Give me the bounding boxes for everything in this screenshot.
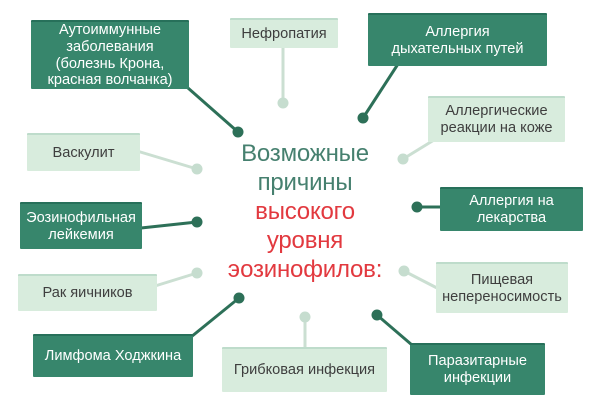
node-nephropathy: Нефропатия — [230, 18, 338, 48]
connector-dot-eosinophilic-leukemia — [191, 216, 203, 228]
node-parasitic-infections: Паразитарные инфекции — [410, 343, 545, 395]
node-ovarian-cancer-label: Рак яичников — [42, 285, 133, 302]
node-skin-allergy: Аллергические реакции на коже — [428, 96, 565, 142]
node-eosinophilic-leukemia-label: Эозинофильная лейкемия — [26, 209, 136, 243]
node-autoimmune: Аутоиммунные заболевания (болезнь Крона,… — [31, 20, 189, 89]
center-title-red-text: высокого уровня эозинофилов: — [227, 198, 383, 283]
node-nephropathy-label: Нефропатия — [241, 25, 327, 42]
connector-dot-autoimmune — [232, 126, 244, 138]
center-title-green-text: Возможные причины — [241, 140, 369, 196]
connector-dot-fungal-infection — [299, 311, 311, 323]
node-ovarian-cancer: Рак яичников — [18, 274, 157, 311]
connector-vasculitis — [136, 149, 198, 171]
node-eosinophilic-leukemia: Эозинофильная лейкемия — [20, 202, 142, 249]
connector-dot-drug-allergy — [411, 201, 423, 213]
node-hodgkin-lymphoma-label: Лимфома Ходжкина — [44, 348, 182, 365]
center-title: Возможные причины высокого уровня эозино… — [210, 139, 400, 284]
connector-dot-vasculitis — [191, 163, 203, 175]
connector-dot-hodgkin-lymphoma — [233, 292, 245, 304]
node-fungal-infection-label: Грибковая инфекция — [233, 362, 376, 379]
node-fungal-infection: Грибковая инфекция — [222, 347, 387, 392]
node-food-intolerance-label: Пищевая непереносимость — [442, 271, 562, 305]
node-respiratory-allergy-label: Аллергия дыхательных путей — [391, 23, 524, 57]
node-skin-allergy-label: Аллергические реакции на коже — [440, 103, 553, 136]
connector-dot-nephropathy — [277, 97, 289, 109]
node-hodgkin-lymphoma: Лимфома Ходжкина — [33, 334, 193, 377]
connector-autoimmune — [187, 86, 239, 134]
connector-respiratory-allergy — [361, 63, 400, 119]
connector-ovarian-cancer — [154, 271, 198, 288]
connector-dot-parasitic-infections — [371, 309, 383, 321]
connector-dot-food-intolerance — [398, 265, 410, 277]
node-respiratory-allergy: Аллергия дыхательных путей — [368, 13, 547, 66]
connector-dot-respiratory-allergy — [357, 112, 369, 124]
node-parasitic-infections-label: Паразитарные инфекции — [428, 353, 527, 386]
connector-food-intolerance — [403, 269, 438, 290]
node-drug-allergy-label: Аллергия на лекарства — [469, 193, 554, 226]
node-vasculitis: Васкулит — [27, 133, 140, 171]
node-vasculitis-label: Васкулит — [52, 144, 115, 161]
node-autoimmune-label: Аутоиммунные заболевания (болезнь Крона,… — [47, 22, 173, 89]
connector-skin-allergy — [402, 138, 435, 161]
node-drug-allergy: Аллергия на лекарства — [440, 187, 583, 231]
node-food-intolerance: Пищевая непереносимость — [436, 262, 568, 313]
connector-eosinophilic-leukemia — [140, 220, 198, 230]
connector-parasitic-infections — [376, 313, 413, 347]
connector-hodgkin-lymphoma — [190, 296, 240, 339]
connector-dot-ovarian-cancer — [191, 267, 203, 279]
connector-dot-skin-allergy — [397, 153, 409, 165]
